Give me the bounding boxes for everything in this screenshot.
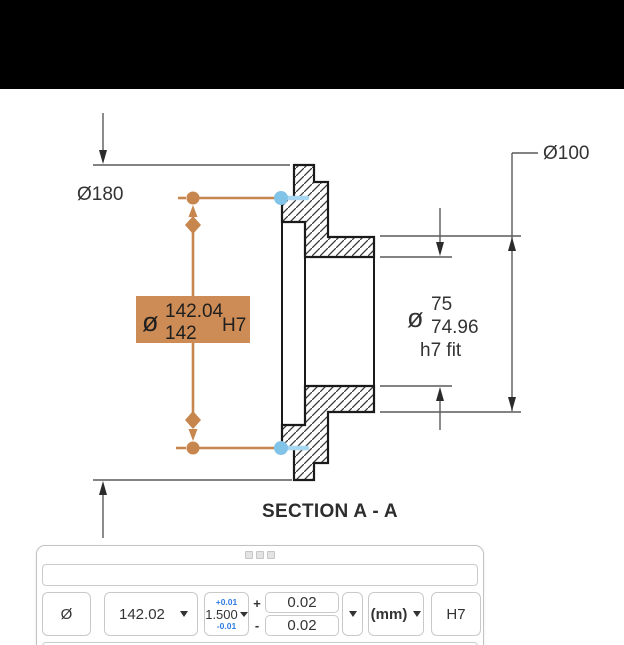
dim-75-fit-label: h7 fit (420, 340, 462, 361)
drag-handle-square-icon (245, 550, 253, 559)
dim-142-endpoint-handle-bottom[interactable] (186, 441, 200, 455)
drag-handle-square-icon (256, 550, 264, 559)
dim-142-lower-value: 142 (165, 323, 197, 344)
dialog-drag-handle[interactable] (37, 546, 483, 563)
dim-100-label: Ø100 (543, 143, 589, 164)
dropdown-caret-icon (180, 611, 188, 617)
expression-input[interactable] (42, 564, 478, 586)
upper-tolerance-input[interactable]: 0.02 (265, 592, 339, 613)
units-label: (mm) (370, 605, 408, 623)
dim-75-upper-value: 75 (431, 294, 452, 315)
dim-100 (380, 152, 538, 413)
dim-100-arrowhead-up-icon (508, 237, 516, 251)
dropdown-caret-icon (348, 611, 357, 617)
dropdown-caret-icon (413, 611, 422, 617)
snap-point-handle-top[interactable] (274, 191, 288, 205)
precision-dropdown[interactable]: +0.01 1.500 -0.01 (204, 592, 249, 636)
dimension-value-dropdown[interactable]: 142.02 (104, 592, 198, 636)
fit-class-button[interactable]: H7 (431, 592, 481, 636)
dim-180-arrowhead-up-icon (99, 481, 107, 495)
dim-75 (380, 208, 452, 430)
dim-75-label: ø 75 74.96 h7 fit (407, 294, 479, 361)
dim-142-arrowhead-up-icon (188, 205, 198, 217)
dim-75-arrowhead-up-icon (436, 387, 444, 401)
dim-142-upper-value: 142.04 (165, 301, 224, 322)
dim-142-drag-diamond-bottom[interactable] (185, 411, 201, 429)
part-section-lower (280, 384, 376, 482)
dim-180-arrowhead-down-icon (99, 150, 107, 164)
dim-100-arrowhead-down-icon (508, 397, 516, 411)
top-black-bar (0, 0, 624, 89)
section-title: SECTION A - A (262, 501, 398, 522)
dropdown-caret-icon (239, 611, 248, 617)
dimension-value-label: 142.02 (119, 605, 165, 623)
lower-tolerance-input[interactable]: 0.02 (265, 615, 339, 636)
units-dropdown[interactable]: (mm) (368, 592, 424, 636)
minus-sign-label: - (254, 617, 260, 633)
dim-142-fit-label: H7 (222, 315, 246, 336)
secondary-input[interactable] (42, 642, 478, 645)
plus-minus-labels: + - (251, 592, 263, 636)
part-section-upper (280, 163, 376, 259)
precision-upper-preview: +0.01 (215, 597, 238, 607)
precision-lower-preview: -0.01 (216, 620, 237, 631)
dim-142 (176, 196, 280, 450)
dim-142-drag-diamond-top[interactable] (185, 216, 201, 234)
dim-142-arrowhead-down-icon (188, 429, 198, 441)
tolerance-controls-row: Ø 142.02 +0.01 1.500 -0.01 + - 0.02 0.02 (37, 592, 483, 636)
dimension-tolerance-dialog: Ø 142.02 +0.01 1.500 -0.01 + - 0.02 0.02 (36, 545, 484, 645)
dim-142-value-box[interactable]: ø 142.04 142 H7 (136, 296, 250, 344)
tolerance-preset-dropdown[interactable] (342, 592, 363, 636)
dim-75-prefix: ø (407, 303, 424, 333)
precision-value-label: 1.500 (205, 606, 238, 622)
drag-handle-square-icon (267, 550, 275, 559)
snap-point-handle-bottom[interactable] (274, 441, 288, 455)
dim-180-label: Ø180 (77, 184, 123, 205)
plus-sign-label: + (253, 595, 261, 611)
dim-75-arrowhead-down-icon (436, 242, 444, 256)
dim-142-prefix: ø (142, 307, 159, 337)
dim-142-endpoint-handle-top[interactable] (186, 191, 200, 205)
diameter-symbol-button[interactable]: Ø (42, 592, 91, 636)
diameter-symbol-label: Ø (60, 605, 73, 623)
dim-75-lower-value: 74.96 (431, 317, 479, 338)
dim-180 (93, 113, 292, 538)
fit-class-label: H7 (446, 605, 466, 623)
part-edge-lines (281, 198, 375, 448)
